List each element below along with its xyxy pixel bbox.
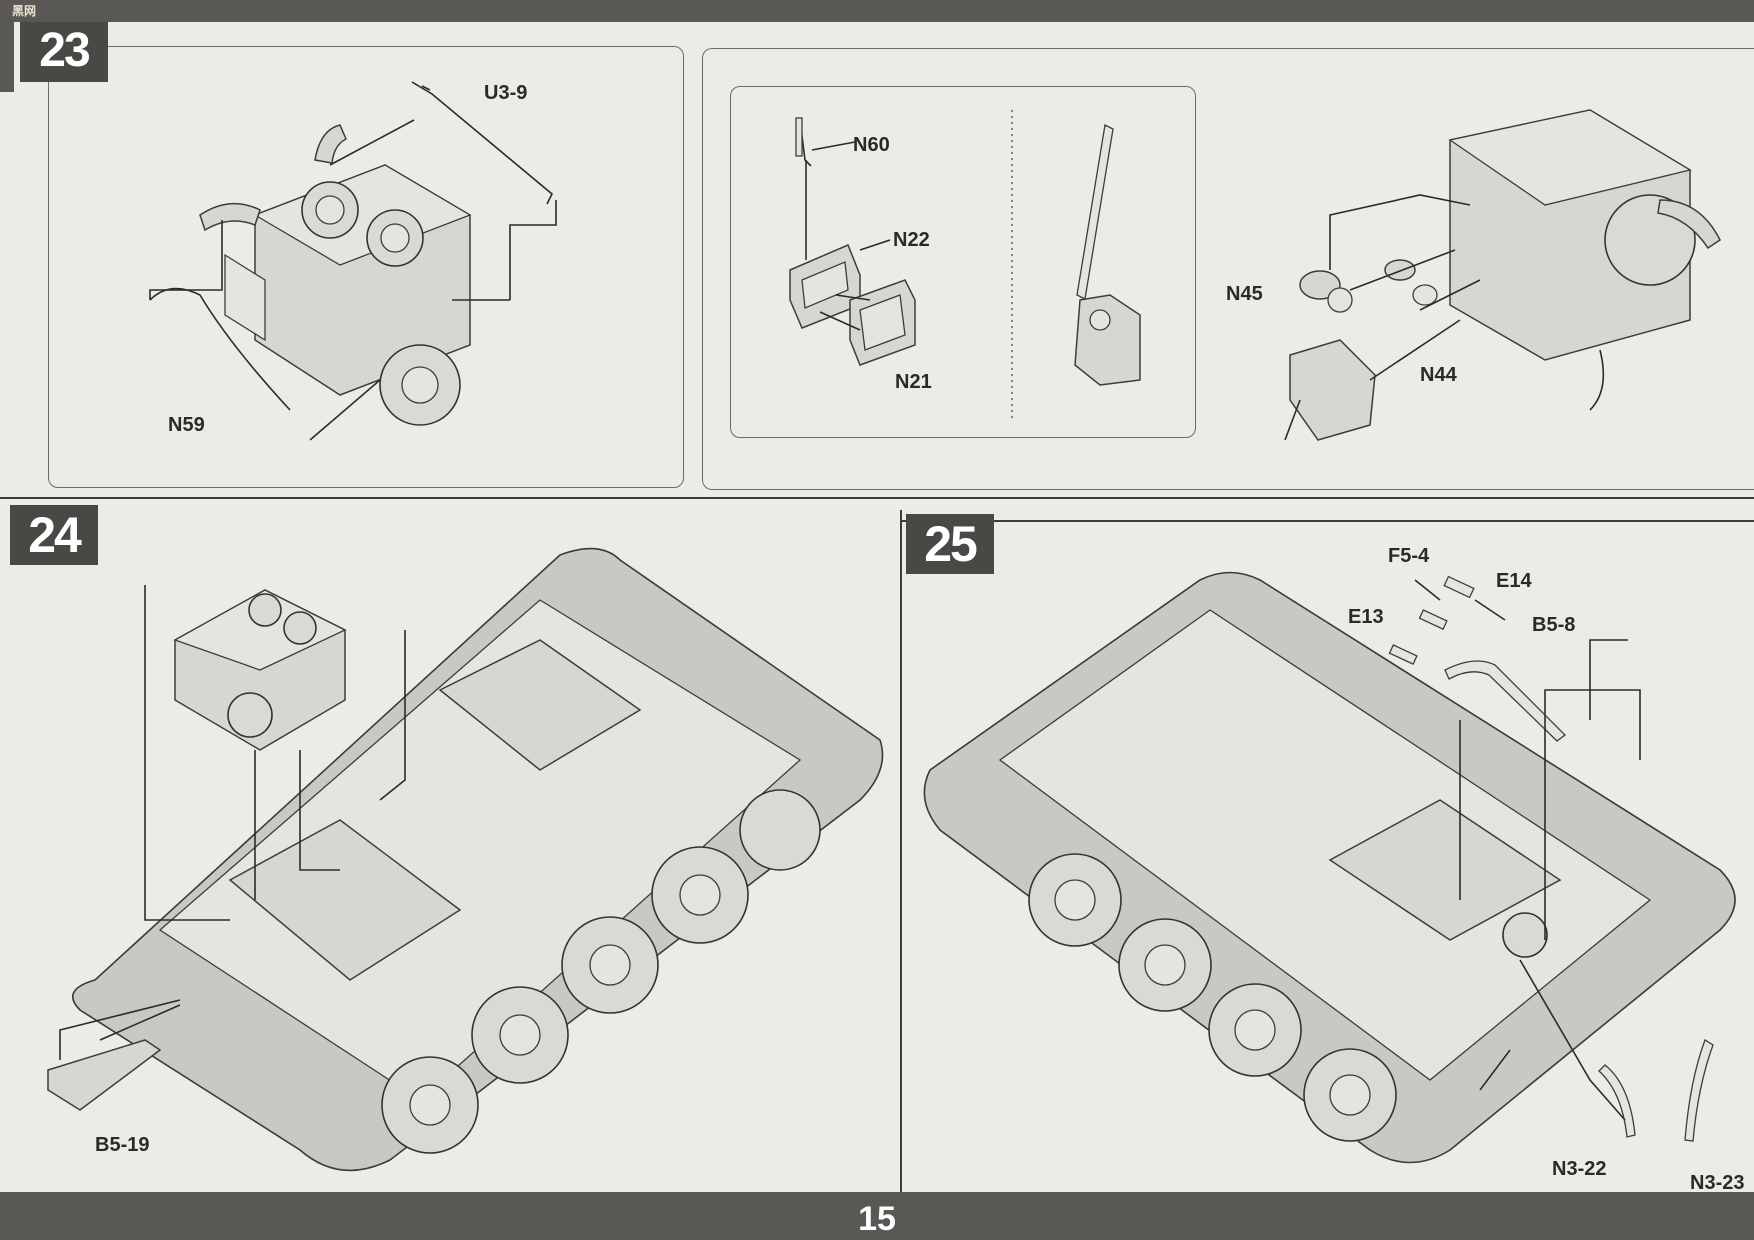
b5-8-pipe [1444,660,1566,742]
step-number-badge: 23 [20,22,108,82]
step23-subassembly-panel [702,48,1754,490]
callout-label: N3-23 [1690,1172,1745,1194]
callout-label: N3-22 [1552,1158,1607,1180]
step23-engine-panel [48,46,684,488]
n21-part [849,279,916,366]
n22-part [789,244,861,329]
callout-label: E14 [1496,570,1532,592]
engine-rear-illustration [1448,109,1721,411]
fuel-tank-part [1284,339,1376,441]
callout-label: N22 [893,229,930,251]
engine-illustration [199,124,472,426]
u3-9-pipe [411,81,553,205]
callout-label: B5-8 [1532,614,1576,636]
watermark-logo: 黑网 [12,4,37,18]
footer-bar [0,1192,1754,1240]
step-number-badge: 24 [10,505,98,565]
page-number: 15 [858,1200,896,1238]
section-divider-vertical [900,510,902,1192]
step24-hull-illustration [71,547,884,1172]
callout-label: N44 [1420,364,1457,386]
n3-23-pipe [1684,1039,1714,1142]
callout-label: N60 [853,134,890,156]
assembled-fuel-tank [1074,124,1141,386]
callout-label: N21 [895,371,932,393]
callout-label: F5-4 [1388,545,1430,567]
callout-label: U3-9 [484,82,528,104]
n60-rod [795,117,812,167]
section-divider [0,497,1754,499]
left-edge-bar [0,22,14,92]
n3-22-pipe [1598,1064,1636,1138]
callout-label: B5-19 [95,1134,150,1156]
callout-label: N45 [1226,283,1263,305]
e14-part [1418,609,1448,630]
top-bar: 黑网 [0,0,1754,22]
section-divider [900,520,1754,522]
n44-part [1384,259,1438,306]
step23-inset-panel [730,86,1196,438]
b5-19-part [47,1039,162,1111]
callout-label: E13 [1348,606,1384,628]
e13-part [1388,644,1418,665]
step24-engine-illustration [173,589,347,751]
n45-part [1299,270,1353,313]
f5-4-part [1443,575,1475,599]
callout-label: N59 [168,414,205,436]
step-number-badge: 25 [906,514,994,574]
step25-hull-illustration [923,571,1736,1164]
